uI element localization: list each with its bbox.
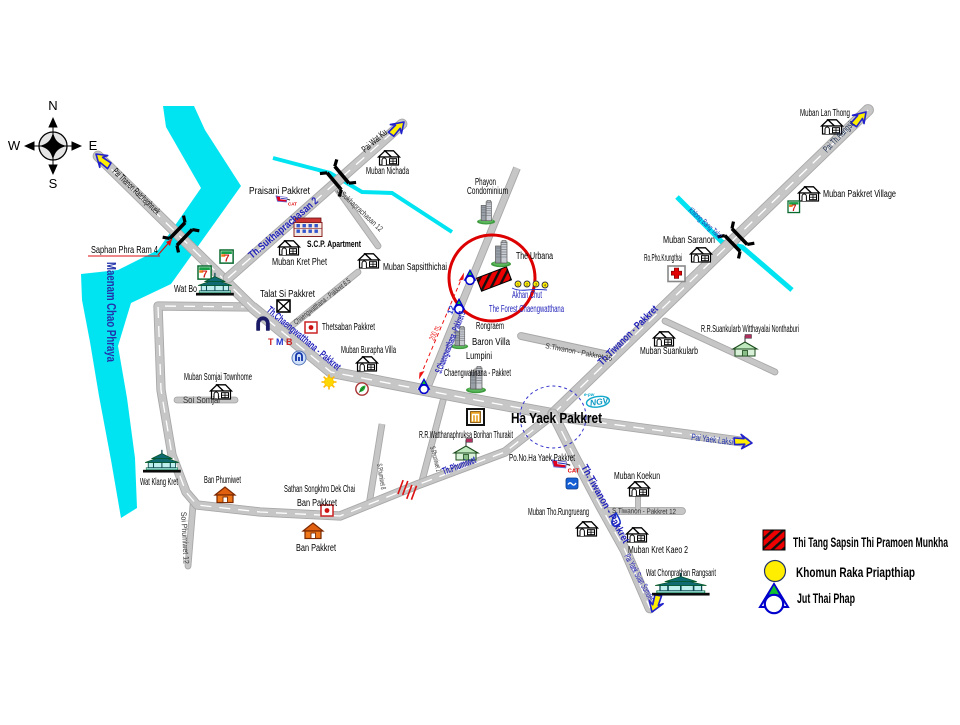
svg-text:Saphan Phra Ram 4: Saphan Phra Ram 4 xyxy=(91,244,158,256)
svg-text:Soi Phumiwet 12: Soi Phumiwet 12 xyxy=(179,512,191,565)
svg-text:N: N xyxy=(48,98,57,113)
svg-text:Phayon: Phayon xyxy=(475,177,496,188)
svg-text:e-pw: e-pw xyxy=(584,392,595,397)
svg-text:4: 4 xyxy=(544,283,547,288)
svg-text:E: E xyxy=(89,138,98,153)
svg-text:Ban Pakkret: Ban Pakkret xyxy=(297,498,337,509)
svg-text:Wat Bo: Wat Bo xyxy=(174,284,197,295)
svg-text:Muban Sapsitthichai: Muban Sapsitthichai xyxy=(383,262,447,273)
svg-text:S.Phumiwet 8: S.Phumiwet 8 xyxy=(375,463,388,490)
svg-text:3: 3 xyxy=(535,282,538,287)
svg-text:Muban Somjai Townhome: Muban Somjai Townhome xyxy=(184,372,252,383)
svg-text:Muban Tho.Rungrueang: Muban Tho.Rungrueang xyxy=(528,507,589,518)
svg-text:Jut Thai Phap: Jut Thai Phap xyxy=(797,591,855,606)
svg-text:Po.No.Ha Yaek Pakkret: Po.No.Ha Yaek Pakkret xyxy=(509,453,575,464)
svg-text:Maenam Chao Phraya: Maenam Chao Phraya xyxy=(104,262,119,363)
svg-text:Condominium: Condominium xyxy=(467,186,508,197)
svg-text:Khomun Raka Priapthiap: Khomun Raka Priapthiap xyxy=(796,565,915,580)
svg-text:2: 2 xyxy=(526,282,529,287)
svg-text:Muban Pakkret Village: Muban Pakkret Village xyxy=(823,189,896,200)
svg-text:Baron Villa: Baron Villa xyxy=(472,337,510,348)
svg-text:Wat Klang Kret: Wat Klang Kret xyxy=(140,477,178,488)
svg-text:NGV: NGV xyxy=(589,395,610,408)
svg-text:Thetsaban Pakkret: Thetsaban Pakkret xyxy=(322,322,375,333)
svg-text:Muban Nichada: Muban Nichada xyxy=(366,166,409,177)
svg-text:Ro.Pho.Krungthai: Ro.Pho.Krungthai xyxy=(644,253,682,264)
svg-text:Ban Pakkret: Ban Pakkret xyxy=(296,543,336,554)
svg-text:Ban Phumiwet: Ban Phumiwet xyxy=(204,475,241,486)
svg-text:Chaengwatthana - Pakkret: Chaengwatthana - Pakkret xyxy=(444,368,511,379)
svg-text:Muban Koekun: Muban Koekun xyxy=(614,471,660,482)
svg-text:Wat Chonprathan Rangsarit: Wat Chonprathan Rangsarit xyxy=(646,568,716,579)
svg-text:Rongraem: Rongraem xyxy=(476,321,504,332)
svg-text:Thi Tang Sapsin Thi Pramoen Mu: Thi Tang Sapsin Thi Pramoen Munkha xyxy=(793,535,948,550)
svg-text:Ha Yaek Pakkret: Ha Yaek Pakkret xyxy=(511,410,602,427)
svg-text:Soi Somjai: Soi Somjai xyxy=(183,395,220,405)
svg-text:S: S xyxy=(49,176,58,191)
svg-text:W: W xyxy=(8,138,21,153)
svg-text:Sathan Songkhro Dek Chai: Sathan Songkhro Dek Chai xyxy=(284,484,355,495)
svg-text:Lumpini: Lumpini xyxy=(466,351,492,362)
svg-text:Muban Saranon: Muban Saranon xyxy=(663,235,715,246)
svg-text:The Urbana: The Urbana xyxy=(516,251,553,262)
svg-text:The Forest Chaengwatthana: The Forest Chaengwatthana xyxy=(489,304,564,315)
svg-text:Muban Kret Kaeo 2: Muban Kret Kaeo 2 xyxy=(628,545,688,556)
svg-text:Talat Si Pakkret: Talat Si Pakkret xyxy=(260,289,315,300)
svg-text:Praisani Pakkret: Praisani Pakkret xyxy=(249,186,310,197)
svg-text:S.C.P. Apartment: S.C.P. Apartment xyxy=(307,239,362,250)
svg-text:Muban Kret Phet: Muban Kret Phet xyxy=(272,257,327,268)
svg-text:Muban Lan Thong: Muban Lan Thong xyxy=(800,108,850,119)
svg-text:Pai Yaek Laksi: Pai Yaek Laksi xyxy=(691,432,734,448)
svg-text:T M B: T M B xyxy=(268,337,293,347)
svg-text:Muban Suankularb: Muban Suankularb xyxy=(640,346,698,357)
svg-text:Akhan Chut: Akhan Chut xyxy=(512,290,542,301)
svg-text:S.Tiwanon - Pakkret 12: S.Tiwanon - Pakkret 12 xyxy=(612,506,676,516)
svg-text:1: 1 xyxy=(517,282,520,287)
svg-text:Muban Burapha Villa: Muban Burapha Villa xyxy=(341,345,396,356)
svg-text:12: 12 xyxy=(445,304,457,316)
svg-text:R.R.Watthanaphruksa Borihan Th: R.R.Watthanaphruksa Borihan Thurakit xyxy=(419,430,513,441)
svg-text:R.R.Suankularb Witthayalai Non: R.R.Suankularb Witthayalai Nonthaburi xyxy=(701,324,799,335)
